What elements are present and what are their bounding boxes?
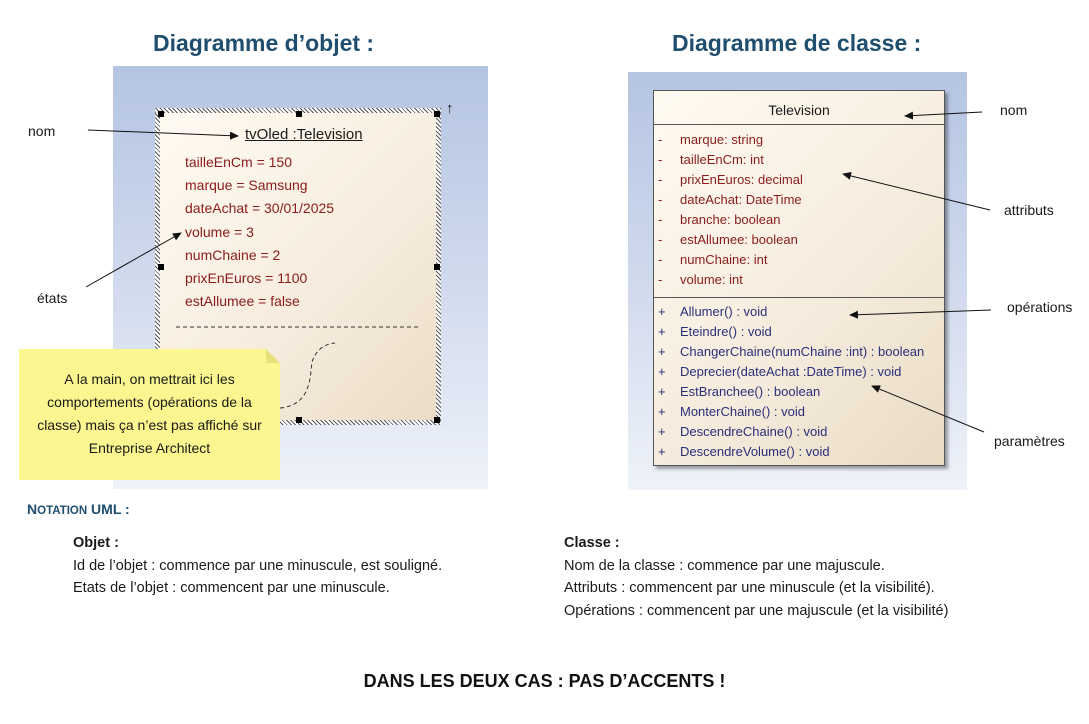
object-attribute: estAllumee = false [185,293,300,310]
classe-notation-line: Attributs : commencent par une minuscule… [564,580,935,596]
object-name: tvOled :Television [245,126,363,143]
classe-notation-title: Classe : [564,535,620,551]
label-parametres: paramètres [994,433,1065,449]
sticky-note-text: A la main, on mettrait ici les comportem… [37,371,262,456]
resize-handle[interactable] [434,264,440,270]
sticky-note[interactable]: A la main, on mettrait ici les comportem… [19,349,280,480]
object-attribute: volume = 3 [185,223,254,240]
move-up-arrow-icon[interactable]: ↑ [446,100,454,117]
arrow-operations [849,309,992,319]
class-name: Television [768,102,830,118]
object-attribute: prixEnEuros = 1100 [185,269,308,286]
object-attribute: numChaine = 2 [185,246,281,263]
sticky-note-shape [19,349,280,480]
arrow-etats [85,232,182,288]
class-attributes: -marque: string -tailleEnCm: int -prixEn… [658,132,803,287]
resize-handle[interactable] [158,111,164,117]
label-attributs: attributs [1004,202,1054,218]
class-divider [654,297,944,298]
arrow-nom-class [904,111,983,120]
classe-notation-line: Nom de la classe : commence par une maju… [564,557,885,574]
label-nom-object: nom [28,123,56,139]
object-diagram-title: Diagramme d’objet : [153,30,375,56]
resize-handle[interactable] [296,417,302,423]
arrow-parametres [871,385,985,433]
objet-notation-line: Id de l’objet : commence par une minuscu… [73,557,443,574]
class-diagram-title: Diagramme de classe : [672,30,922,56]
classe-notation: Classe : Nom de la classe : commence par… [564,532,948,622]
objet-notation-title: Objet : [73,535,119,551]
class-box[interactable]: Television -marque: string -tailleEnCm: … [653,90,945,466]
classe-notation-line: Opérations : commencent par une majuscul… [564,602,949,619]
resize-handle[interactable] [158,264,164,270]
arrow-attributs [842,172,991,211]
object-attributes: tailleEnCm = 150 marque = Samsung dateAc… [185,151,334,313]
notation-heading: NOTATION UML : [27,501,130,517]
class-operations: +Allumer() : void +Eteindre() : void +Ch… [658,304,925,459]
note-connector [279,342,336,409]
object-attribute: marque = Samsung [185,177,308,194]
objet-notation: Objet : Id de l’objet : commence par une… [73,532,442,600]
arrow-nom-object [87,129,239,140]
resize-handle[interactable] [434,417,440,423]
object-attribute: tailleEnCm = 150 [185,154,293,170]
class-divider [654,124,944,125]
label-nom-class: nom [1000,102,1028,118]
object-attribute: dateAchat = 30/01/2025 [185,200,335,217]
label-operations: opérations [1007,299,1073,315]
resize-handle[interactable] [296,111,302,117]
footer-warning: DANS LES DEUX CAS : PAS D’ACCENTS ! [363,671,726,691]
objet-notation-line: Etats de l’objet : commencent par une mi… [73,580,390,596]
label-etats: états [37,290,68,306]
resize-handle[interactable] [434,111,440,117]
